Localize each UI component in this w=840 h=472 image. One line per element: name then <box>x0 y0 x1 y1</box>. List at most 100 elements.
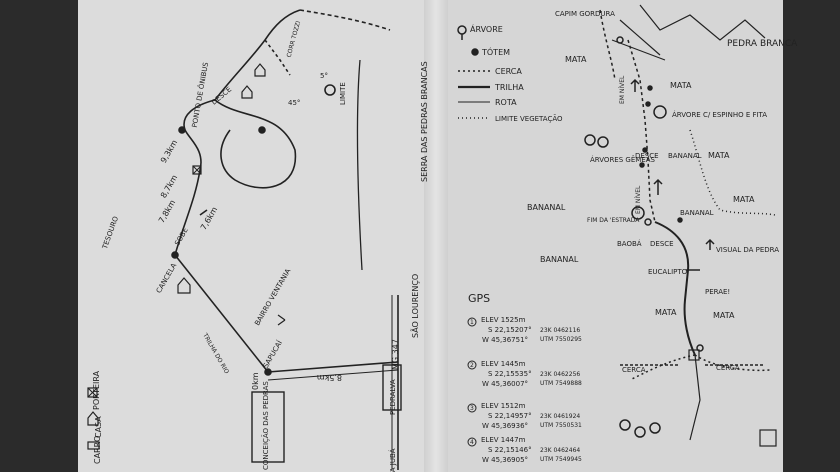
scanned-sheet <box>78 0 783 472</box>
emnivel-label-1: EM NÍVEL <box>619 75 626 104</box>
road-mg347 <box>267 361 399 373</box>
mata-label-2: MATA <box>670 81 692 90</box>
eucalipto-label: EUCALIPTO <box>648 268 688 276</box>
gps-utm-e: 23K 0461924 <box>540 413 580 420</box>
capim-label: CAPIM GORDURA <box>555 10 615 18</box>
legend-porteira-icon <box>87 387 98 398</box>
desce-label-1: DESCE <box>635 152 659 160</box>
trilha-rio-label: TRILHA DO RIO <box>201 331 230 375</box>
limite-label-left: LIMITE <box>339 82 347 105</box>
gps-utm-e: 23K 0462116 <box>540 327 580 334</box>
gps-s: S 22,14957° <box>488 412 532 420</box>
legend-arvore-label: ÁRVORE <box>470 23 503 34</box>
gps-utm-n: UTM 7550295 <box>540 336 582 343</box>
perae-label: PERAE! <box>705 288 730 296</box>
gps-title: GPS <box>468 292 490 305</box>
right-map <box>457 4 777 447</box>
mata-label-6: MATA <box>713 311 735 320</box>
arvore-espinho-label: ÁRVORE C/ ESPINHO E FITA <box>672 110 767 119</box>
gps-s: S 22,15146° <box>488 446 532 454</box>
mata-label-3: MATA <box>708 151 730 160</box>
gps-num: 4 <box>470 439 474 446</box>
page-gutter <box>424 0 448 472</box>
pedralva-box <box>382 364 402 411</box>
emnivel-label-2: EM NÍVEL <box>635 185 642 214</box>
trail-loop <box>214 99 297 189</box>
bananal-label-2: BANANAL <box>540 255 579 264</box>
mg347-label: MG 347 <box>391 339 400 370</box>
legend-carro-label: CARRO <box>93 436 102 464</box>
visual-pedra-label: VISUAL DA PEDRA <box>716 246 779 254</box>
legend-casa-label: CASA <box>94 416 103 438</box>
bananal-label-4: BANANAL <box>668 152 702 160</box>
legend-arvore-icon <box>457 25 467 35</box>
cancela-label: CANCELA <box>155 262 179 295</box>
desce-label-2: DESCE <box>650 240 674 248</box>
legend-totem-label: TÓTEM <box>481 46 510 57</box>
serra-label: SERRA DAS PEDRAS BRANCAS <box>420 61 429 182</box>
km78-label: 7,8km <box>157 198 177 224</box>
house-bottom <box>759 429 777 447</box>
road-diagonal <box>174 254 269 373</box>
legend-casa-icon <box>87 411 99 426</box>
fim-estrada-label: FIM DA 'ESTRADA' <box>587 217 641 224</box>
legend-cerca-label: CERCA <box>495 67 522 76</box>
left-page <box>78 0 424 472</box>
right-page <box>448 0 783 472</box>
sapucai-label: SAPUCAÍ <box>261 339 284 370</box>
gps-elev: ELEV 1447m <box>481 436 526 444</box>
mata-label-4: MATA <box>733 195 755 204</box>
gps-list: 1 ELEV 1525m S 22,15207° W 45,36751° 23K… <box>467 316 582 464</box>
arvores-gemeas-label: ÁRVORES GÊMEAS <box>590 155 655 164</box>
legend-rota-label: ROTA <box>495 98 517 107</box>
gps-utm-n: UTM 7549945 <box>540 456 582 463</box>
angle-45-label: 45° <box>288 99 300 107</box>
legend-trilha-label: TRILHA <box>494 83 524 92</box>
gps-entry-2: 2 ELEV 1445m S 22,15535° W 45,36007° 23K… <box>467 360 582 388</box>
gps-utm-n: UTM 7550531 <box>540 422 582 429</box>
conceicao-label: CONCEIÇÃO DAS PEDRAS <box>261 381 270 470</box>
legend-porteira-label: PORTEIRA <box>92 370 101 410</box>
gps-entry-3: 3 ELEV 1512m S 22,14957° W 45,36936° 23K… <box>467 402 582 430</box>
km93-label: 9,3km <box>159 138 179 164</box>
km0-label: 0km <box>251 372 260 390</box>
gps-utm-e: 23K 0462464 <box>540 447 580 454</box>
sao-lourenco-label: SÃO LOURENÇO <box>410 274 420 338</box>
bairro-ventania-label: BAIRRO VENTANIA <box>253 267 292 327</box>
gps-s: S 22,15207° <box>488 326 532 334</box>
pedra-branca-label: PEDRA BRANCA <box>727 39 798 49</box>
corr-tozzi-label: CORR TOZZI <box>286 20 303 58</box>
left-map <box>87 9 402 470</box>
gps-utm-e: 23K 0462256 <box>540 371 580 378</box>
pedralva-label: PEDRALVA <box>389 379 397 415</box>
tesouro-label: TESOURO <box>101 215 121 251</box>
gps-utm-n: UTM 7549888 <box>540 380 582 387</box>
conceicao-box <box>251 391 285 463</box>
sobe-label-left: SOBE <box>173 226 190 247</box>
gps-elev: ELEV 1525m <box>481 316 526 324</box>
gps-s: S 22,15535° <box>488 370 532 378</box>
gps-num: 2 <box>470 362 474 369</box>
gps-w: W 45,36936° <box>482 422 528 430</box>
cerca-label-2: CERCA <box>716 364 740 372</box>
gps-w: W 45,36905° <box>482 456 528 464</box>
bananal-label-1: BANANAL <box>527 203 566 212</box>
gps-elev: ELEV 1445m <box>481 360 526 368</box>
left-map-labels: PORTEIRA CASA CARRO CONCEIÇÃO DAS PEDRAS… <box>92 20 429 472</box>
legend-totem-icon <box>471 48 479 56</box>
right-map-labels: ÁRVORE TÓTEM CERCA TRILHA ROTA LIMITE VE… <box>468 10 798 374</box>
km87-label: 8,7km <box>159 173 179 199</box>
gps-w: W 45,36751° <box>482 336 528 344</box>
ponto-onibus-label: PONTO DE ÔNIBUS <box>190 61 210 128</box>
ita-juba-label: ITA JUBÁ <box>388 448 397 472</box>
trail-dashed-top <box>299 9 391 31</box>
gps-elev: ELEV 1512m <box>481 402 526 410</box>
gps-w: W 45,36007° <box>482 380 528 388</box>
trail-main <box>174 99 216 256</box>
gps-entry-4: 4 ELEV 1447m S 22,15146° W 45,36905° 23K… <box>467 436 582 464</box>
bananal-label-3: BANANAL <box>680 209 714 217</box>
legend-carro-icon <box>87 441 100 450</box>
gps-num: 3 <box>470 405 474 412</box>
trail-upper <box>627 39 656 223</box>
